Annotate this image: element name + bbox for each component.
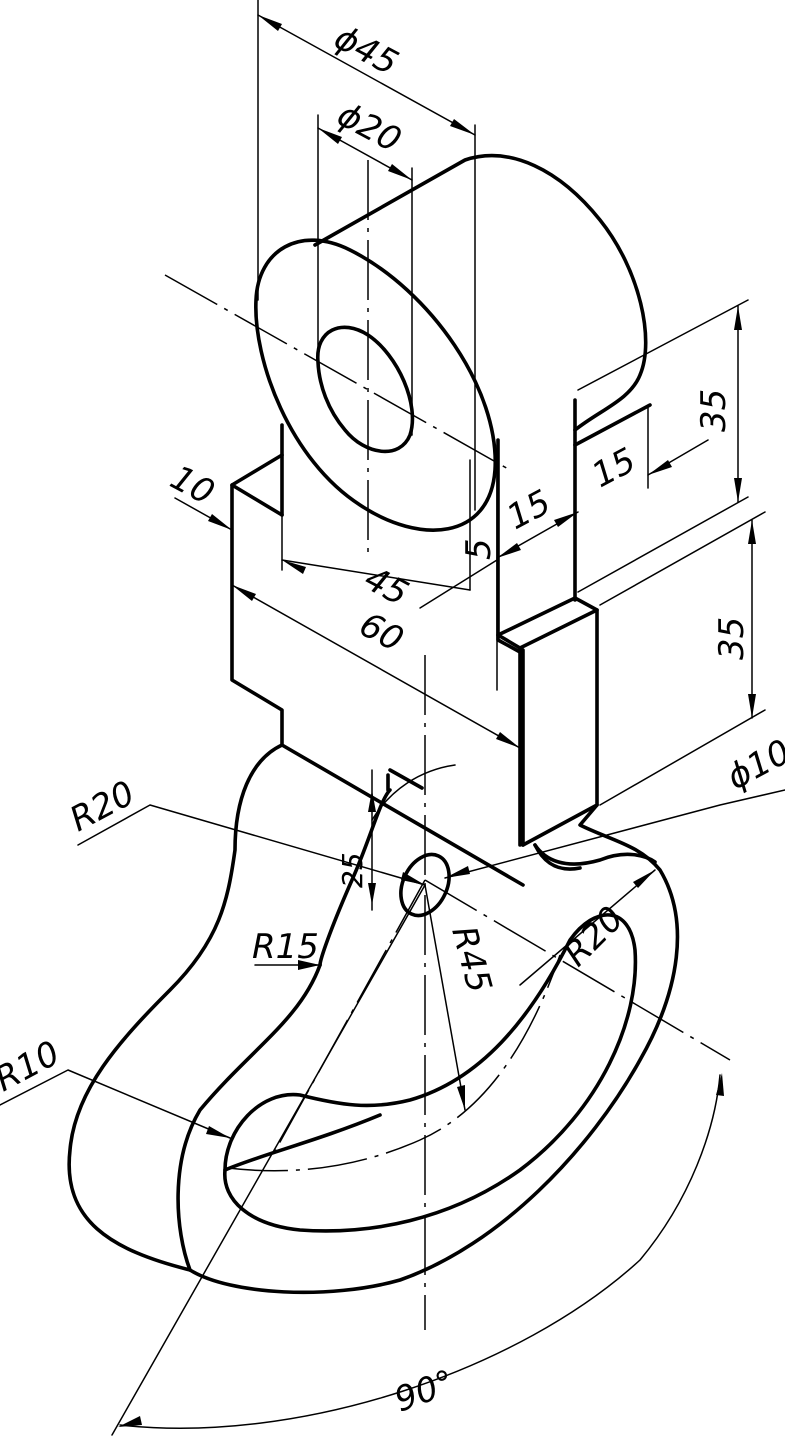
ext-side35-upper <box>599 511 766 606</box>
arrow-dia45-right <box>450 119 475 135</box>
arrow-r20-right <box>633 870 655 888</box>
arrow-r15 <box>298 960 320 970</box>
middle-block-right-face <box>521 608 599 847</box>
label-5: 5 <box>459 538 499 560</box>
dim-45-leader <box>419 559 498 609</box>
arrow-dia45-left <box>258 15 282 31</box>
label-45: 45 <box>358 559 415 615</box>
dim-60-line <box>231 584 521 749</box>
label-10: 10 <box>164 458 221 514</box>
upper-cylinder <box>254 154 652 602</box>
cylinder-front-face <box>254 238 497 532</box>
label-r10: R10 <box>0 1033 66 1100</box>
arrow-side35-upper <box>748 520 756 544</box>
arrow-side35-lower <box>748 694 756 718</box>
label-15-right: 15 <box>585 440 642 496</box>
base-plate-outer-outline <box>67 743 680 1295</box>
label-90-deg: 90° <box>389 1362 459 1420</box>
arrow-dia20-left <box>318 128 342 144</box>
arrow-top35-lower <box>734 478 742 502</box>
dim-r20-right-line <box>519 869 656 986</box>
ext-top35-lower <box>577 496 749 593</box>
ext-side35-lower <box>599 709 766 806</box>
arrow-25-lower <box>368 883 376 905</box>
label-dia-45: ϕ45 <box>328 18 405 84</box>
arrow-15-mid-a <box>497 543 521 558</box>
label-side-35: 35 <box>712 617 752 660</box>
arrow-15-right <box>648 460 672 475</box>
arrow-15-mid-b <box>554 512 578 527</box>
base-plate-lower-front <box>176 963 322 1272</box>
label-r20-left: R20 <box>63 773 141 840</box>
dim-dia45-line <box>257 14 476 136</box>
arrow-top35-upper <box>734 306 742 330</box>
arrow-90-right <box>716 1073 724 1096</box>
cylinder-bore <box>316 325 415 454</box>
base-plate-top-curve <box>388 768 657 866</box>
slot-outer <box>223 913 638 1233</box>
label-dia-20: ϕ20 <box>331 95 408 161</box>
slot-inner-edge <box>223 1113 382 1172</box>
label-r45: R45 <box>443 922 499 997</box>
cylinder-inner-shoulder <box>573 403 652 447</box>
arrow-25-upper <box>368 790 376 812</box>
label-25: 25 <box>336 852 369 888</box>
base-plate-r20-notch <box>533 843 582 871</box>
label-top-35: 35 <box>694 389 734 432</box>
dim-r20-left-leader <box>77 804 426 886</box>
arrow-60-left <box>232 585 256 601</box>
label-dia-10: ϕ10 <box>720 732 785 798</box>
dim-45-line <box>281 559 471 591</box>
dim-dia10-leader <box>444 789 785 879</box>
arrow-r10 <box>206 1126 230 1138</box>
label-60: 60 <box>353 605 410 661</box>
dim-r10-leader <box>0 1069 231 1139</box>
arrow-90-left <box>118 1416 142 1427</box>
dim-r45-line <box>424 884 466 1111</box>
arrow-10 <box>208 514 232 530</box>
slot-arc-radial-right <box>424 879 731 1061</box>
cylinder-axis-centerline <box>164 274 511 471</box>
ext-90-left <box>111 884 426 1436</box>
dim-90-arc <box>119 1074 721 1429</box>
cylinder-back-silhouette <box>313 154 648 432</box>
label-r15: R15 <box>252 927 319 967</box>
label-r20-right: R20 <box>556 899 632 975</box>
arrow-r20-left <box>401 872 425 885</box>
arrow-60-right <box>496 732 520 748</box>
base-plate <box>67 743 680 1295</box>
ext-top35-upper <box>577 299 749 391</box>
label-15-mid: 15 <box>500 482 557 538</box>
dimension-labels: ϕ45 ϕ20 35 15 15 10 5 45 60 35 ϕ10 R20 2… <box>0 18 785 1421</box>
middle-block-left-step <box>230 483 284 517</box>
slot-arc-centerline <box>227 954 561 1172</box>
middle-block-left-face <box>230 453 525 887</box>
arrow-45-left <box>282 560 306 574</box>
arrow-dia20-right <box>388 164 412 180</box>
arrow-r45 <box>457 1085 465 1110</box>
middle-block-front-face <box>496 596 599 650</box>
base-plate-top-edge <box>318 773 392 967</box>
dim-25-arc <box>371 764 456 821</box>
arrow-dia10 <box>445 866 470 878</box>
